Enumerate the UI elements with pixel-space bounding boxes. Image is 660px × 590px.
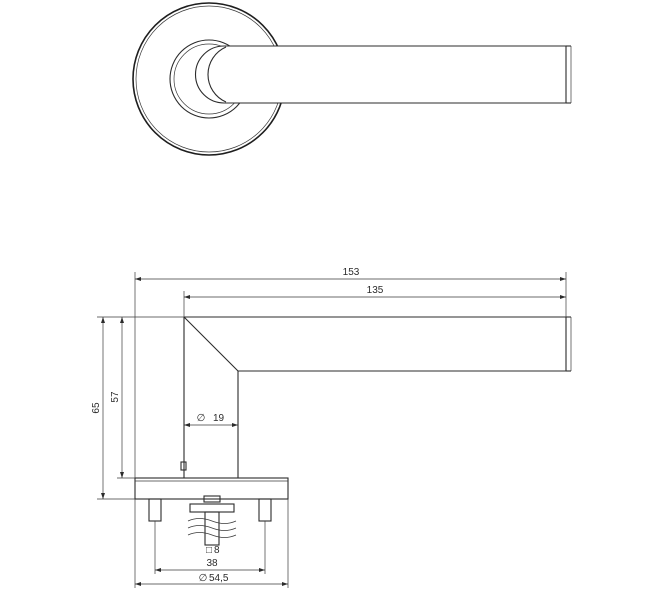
top-view [132,2,572,156]
screw-left [148,498,162,522]
dim-19-arrow-right [232,423,238,427]
spindle-shaft [204,511,220,546]
dim-65-label: 65 [91,402,102,414]
dim-38-label: 38 [206,558,218,569]
dim-545-symbol: ∅ [199,573,208,584]
rose-plate [134,477,289,500]
dim-38-arrow-right [259,568,265,572]
dim-135-arrow-right [560,295,566,299]
side-view [134,316,572,546]
dim-135-label: 135 [367,285,384,296]
grub-screw [180,461,187,471]
spindle-collar [189,503,235,513]
dim-8-symbol: □ [206,545,212,556]
spindle-break-1 [187,518,237,524]
dim-57-arrow-bottom [120,472,124,478]
lever-body-top [195,45,567,104]
lever-neck-arc [207,46,227,103]
spindle-break-2 [187,525,237,531]
spindle-break-3 [187,532,237,538]
dim-545-label: 54,5 [209,573,229,584]
dim-65-arrow-bottom [101,493,105,499]
dim-153-arrow-right [560,277,566,281]
dim-8-label: 8 [214,545,220,556]
spindle-head [203,495,221,503]
dimension-lines: 153 135 65 57 ∅ 19 □ 8 38 [91,267,567,588]
dim-135-arrow-left [184,295,190,299]
dim-153-label: 153 [343,267,360,278]
dim-38-arrow-left [155,568,161,572]
dim-545-arrow-left [135,582,141,586]
dim-65-arrow-top [101,317,105,323]
dim-153-arrow-left [135,277,141,281]
dim-57-arrow-top [120,317,124,323]
dim-19-label: 19 [213,413,225,424]
screw-right [258,498,272,522]
dim-545-arrow-right [282,582,288,586]
dim-57-label: 57 [110,391,121,403]
lever-mitre-line [183,316,239,372]
dim-19-arrow-left [184,423,190,427]
lever-arm-side [184,316,567,372]
dim-19-symbol: ∅ [197,413,206,424]
